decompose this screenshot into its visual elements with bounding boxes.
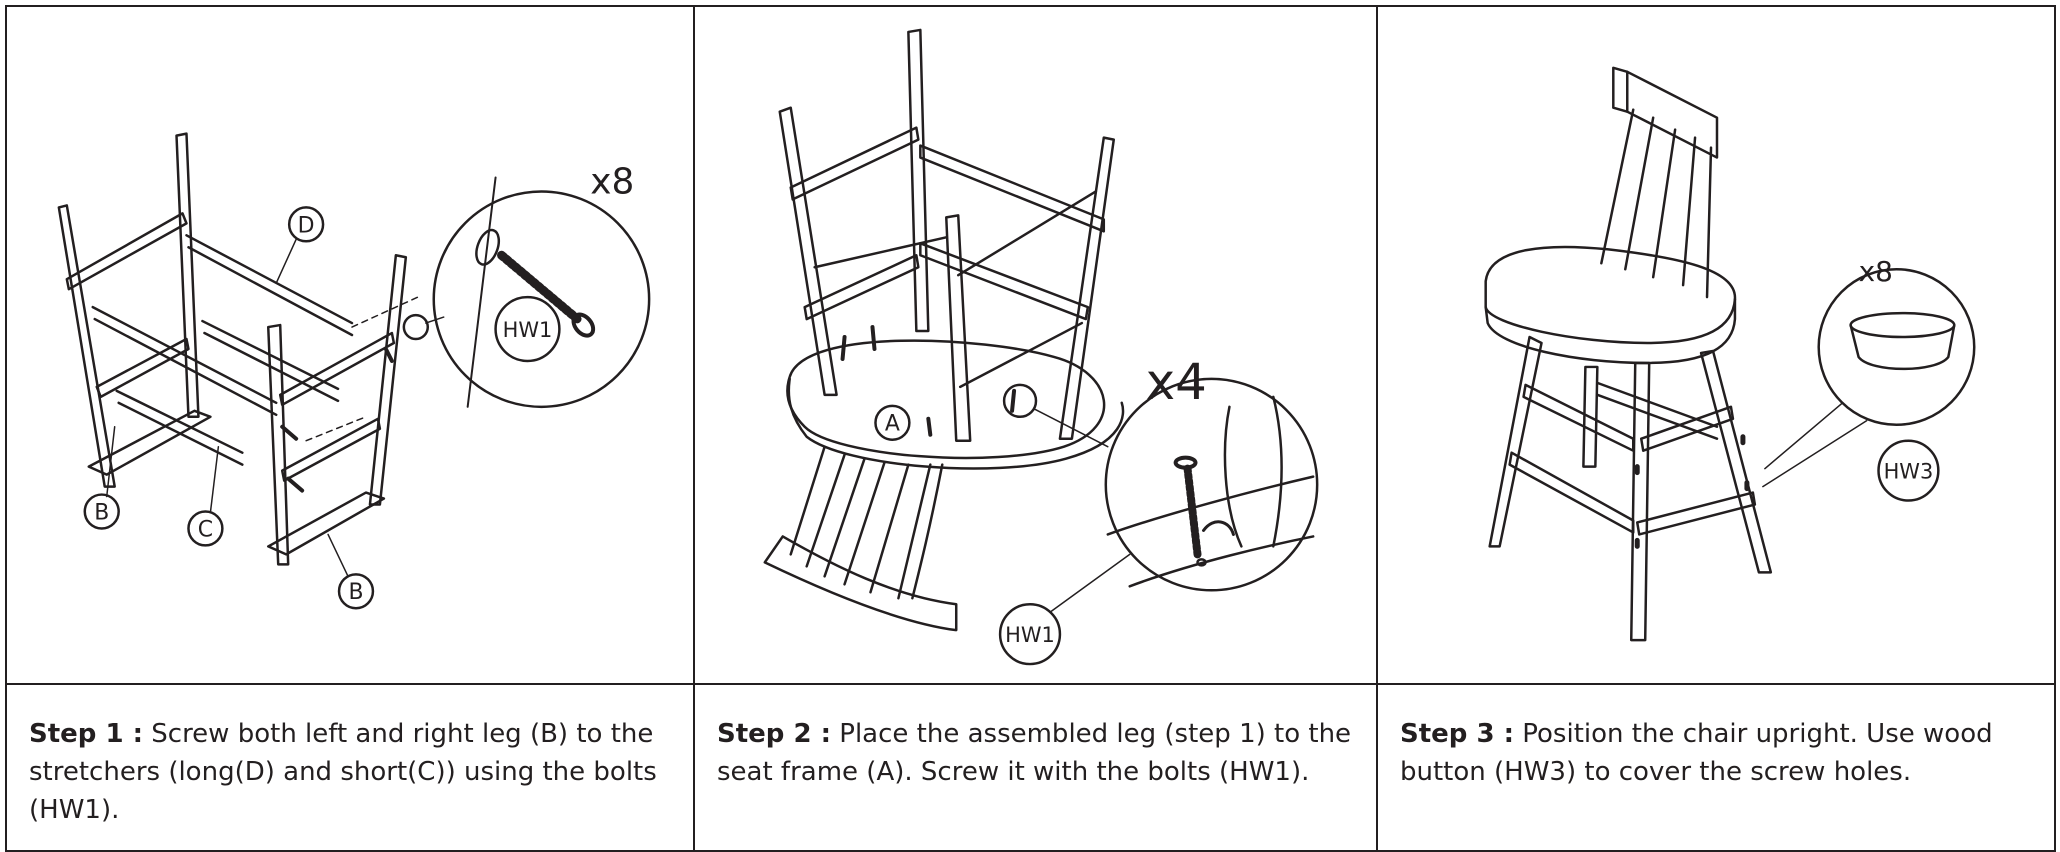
- right-foot-rail: [266, 491, 386, 556]
- step-3-label: Step 3 :: [1400, 719, 1514, 749]
- left-foot-rail: [87, 409, 212, 476]
- leg-front-left: [778, 106, 838, 397]
- bolt-icon: [497, 250, 582, 324]
- step-2-illustration-cell: A HW1 x4: [693, 5, 1378, 685]
- seat-frame: [786, 339, 1106, 460]
- left-front-leg: [57, 204, 116, 488]
- step-3-caption: Step 3 : Position the chair upright. Use…: [1378, 685, 2054, 791]
- bolt-icon: [1183, 464, 1202, 559]
- step-3-text: Position the chair upright. Use wood but…: [1400, 719, 1993, 787]
- backrest-rail: [763, 535, 958, 632]
- leg-front-right: [945, 214, 972, 442]
- hw1-label: HW1: [503, 318, 553, 342]
- leg-front-left: [1488, 335, 1543, 548]
- wood-button-detail-circle: [1817, 267, 1976, 427]
- step-2-illustration: A HW1 x4: [763, 28, 1319, 666]
- right-upper-rung: [278, 331, 396, 407]
- step-3-illustration: HW3 x8: [1484, 66, 1976, 642]
- quantity-label: x8: [1859, 255, 1893, 288]
- hw1-label: HW1: [1005, 623, 1055, 647]
- leg-back-left: [1582, 365, 1599, 468]
- step-1-caption-cell: Step 1 : Screw both left and right leg (…: [5, 683, 695, 852]
- bolt-detail-circle: [1104, 377, 1319, 592]
- seat: [1484, 245, 1737, 345]
- step-3-caption-cell: Step 3 : Position the chair upright. Use…: [1376, 683, 2056, 852]
- step-3-illustration-cell: HW3 x8: [1376, 5, 2056, 685]
- step-1-illustration: D B C B HW1 x8: [57, 132, 651, 610]
- quantity-label: x4: [1146, 353, 1207, 411]
- right-back-leg: [368, 254, 408, 506]
- long-stretcher-bottom: [93, 317, 278, 417]
- leg-front-right: [1630, 361, 1651, 642]
- wood-button-icon: [1849, 311, 1956, 339]
- left-back-leg: [175, 132, 200, 419]
- hw3-callout-circle: [1877, 439, 1940, 502]
- quantity-label: x8: [590, 161, 634, 202]
- hw3-label: HW3: [1884, 460, 1934, 484]
- long-stretcher-top: [185, 234, 354, 325]
- part-c-label: C: [198, 517, 213, 542]
- short-stretcher: [117, 401, 244, 466]
- leg-back-right: [1699, 349, 1773, 574]
- hw1-callout-circle: [494, 295, 561, 363]
- right-lower-rung: [280, 417, 382, 482]
- right-front-leg: [266, 323, 290, 566]
- step-1-illustration-cell: D B C B HW1 x8: [5, 5, 695, 685]
- left-lower-rung: [95, 337, 190, 399]
- screw-detail-circle: [432, 190, 651, 409]
- bolt-detail-marker: [1002, 383, 1038, 419]
- left-upper-rung: [65, 212, 188, 291]
- part-b-left-label: B: [94, 500, 109, 525]
- backrest-top-rail: [1626, 70, 1719, 159]
- step-2-text: Place the assembled leg (step 1) to the …: [717, 719, 1352, 787]
- part-a-label: A: [885, 412, 900, 437]
- leg-back-left: [907, 28, 930, 333]
- assembly-steps-grid: D B C B HW1 x8: [5, 5, 2056, 852]
- hw1-callout-circle: [998, 602, 1062, 666]
- step-2-label: Step 2 :: [717, 719, 831, 749]
- step-1-text: Screw both left and right leg (B) to the…: [29, 719, 657, 825]
- leg-back-right: [1058, 136, 1116, 440]
- step-1-caption: Step 1 : Screw both left and right leg (…: [7, 685, 693, 829]
- part-d-label: D: [298, 213, 315, 238]
- screw-detail-marker: [402, 313, 430, 341]
- step-2-caption: Step 2 : Place the assembled leg (step 1…: [695, 685, 1376, 791]
- step-1-label: Step 1 :: [29, 719, 143, 749]
- part-b-right-label: B: [348, 580, 363, 605]
- step-2-caption-cell: Step 2 : Place the assembled leg (step 1…: [693, 683, 1378, 852]
